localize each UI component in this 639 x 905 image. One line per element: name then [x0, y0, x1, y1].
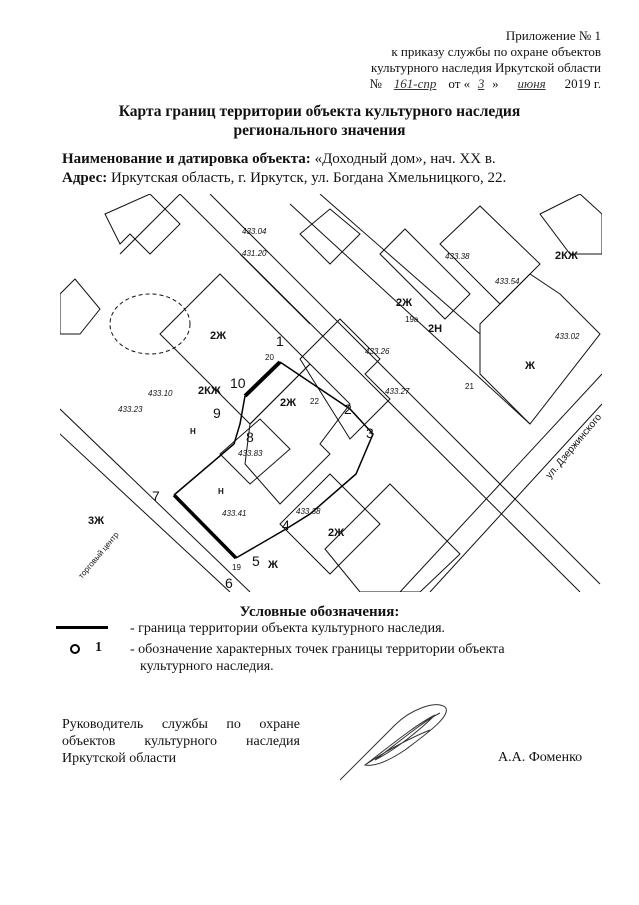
title-line2: регионального значения [233, 122, 406, 139]
object-name-value: «Доходный дом», нач. XX в. [314, 151, 496, 167]
signatory-line3: Иркутской области [62, 751, 177, 766]
label-house19a: 19а [405, 315, 419, 324]
elev-5: 433.38 [296, 507, 321, 516]
point-label-10: 10 [230, 375, 246, 391]
elev-8: 433.38 [445, 252, 470, 261]
legend-boundary-text: - граница территории объекта культурного… [130, 621, 446, 636]
legend-points-text: - обозначение характерных точек границы … [130, 641, 505, 675]
elev-4: 433.41 [222, 509, 246, 518]
order-year: 2019 г. [564, 76, 601, 91]
appendix-order-line: № 161-спр от « 3 » июня 2019 г. [369, 76, 601, 92]
appendix-line3: культурного наследия Иркутской области [370, 60, 601, 75]
legend-point-circle-icon [70, 644, 80, 654]
boundary-points: 1 2 3 4 5 6 7 8 9 10 [152, 333, 374, 591]
label-b7: Ж [524, 360, 535, 372]
label-b8: 2КЖ [555, 250, 578, 262]
page-title: Карта границ территории объекта культурн… [0, 102, 639, 140]
appendix-header: Приложение № 1 к приказу службы по охран… [369, 28, 601, 92]
date-from: от « [448, 76, 471, 91]
date-mid: » [492, 76, 499, 91]
label-b2: 2КЖ [198, 385, 221, 397]
elev-9: 433.02 [555, 332, 580, 341]
point-label-2: 2 [344, 401, 352, 417]
elev-1: 433.10 [148, 389, 173, 398]
object-info: Наименование и датировка объекта: «Доход… [62, 150, 622, 188]
elev-3: 433.83 [238, 449, 263, 458]
object-name-label: Наименование и датировка объекта: [62, 151, 311, 167]
point-label-5: 5 [252, 553, 260, 569]
legend-points-line1: - обозначение характерных точек границы … [130, 642, 505, 657]
signatory-line1: Руководитель службы по охране [62, 717, 300, 732]
order-number: 161-спр [393, 76, 437, 91]
order-day: 3 [477, 76, 485, 91]
label-b11: 2Н [428, 323, 442, 335]
label-b12: Ж [267, 559, 278, 571]
point-label-8: 8 [246, 429, 254, 445]
label-house20: 20 [265, 353, 274, 362]
point-label-9: 9 [213, 405, 221, 421]
legend-points-line2: культурного наследия. [140, 659, 274, 674]
handwritten-signature [339, 704, 447, 781]
number-prefix: № [369, 76, 382, 91]
order-month: июня [517, 76, 546, 91]
point-label-1: 1 [276, 333, 284, 349]
appendix-line2: к приказу службы по охране объектов [391, 44, 601, 59]
label-house21: 21 [465, 382, 474, 391]
address-value: Иркутская область, г. Иркутск, ул. Богда… [111, 170, 507, 186]
label-house19: 19 [232, 563, 241, 572]
object-name: Наименование и датировка объекта: «Доход… [62, 150, 622, 169]
elev-6: 433.27 [385, 387, 410, 396]
elev-7: 433.54 [495, 277, 520, 286]
point-label-6: 6 [225, 575, 233, 591]
elev-10: 433.04 [242, 227, 267, 236]
label-b10: 3Ж [88, 515, 104, 527]
address-label: Адрес: [62, 170, 108, 186]
point-label-4: 4 [282, 517, 290, 533]
label-b1: 2Ж [210, 330, 226, 342]
title-line1: Карта границ территории объекта культурн… [118, 103, 521, 120]
signatory-line2: объектов культурного наследия [62, 734, 300, 749]
elev-2: 433.23 [118, 405, 143, 414]
appendix-line1: Приложение № 1 [505, 28, 601, 43]
legend-point-number: 1 [95, 640, 102, 655]
label-b5: 2Ж [328, 527, 344, 539]
object-address: Адрес: Иркутская область, г. Иркутск, ул… [62, 169, 622, 188]
point-label-7: 7 [152, 488, 160, 504]
point-label-3: 3 [366, 425, 374, 441]
label-house22: 22 [310, 397, 319, 406]
elev-12: 433.26 [365, 347, 390, 356]
label-b6: 2Ж [396, 297, 412, 309]
signatory-name: А.А. Фоменко [498, 750, 583, 765]
legend-boundary-line-icon [56, 626, 108, 629]
label-mall: торговый центр [77, 530, 121, 581]
map-linework [60, 194, 602, 592]
heritage-boundary [172, 360, 374, 560]
elev-11: 431.20 [242, 249, 267, 258]
map-labels: 2Ж 2КЖ 2Ж Н 2Ж 2Ж Ж 2КЖ Н 3Ж 2Н Ж [88, 250, 578, 571]
signatory-title: Руководитель службы по охране объектов к… [62, 716, 300, 767]
legend-title: Условные обозначения: [239, 604, 400, 620]
boundary-map: 1 2 3 4 5 6 7 8 9 10 2Ж 2КЖ 2Ж Н 2Ж 2Ж Ж… [60, 194, 602, 592]
label-b3: 2Ж [280, 397, 296, 409]
label-street: ул. Дзержинского [544, 412, 602, 481]
label-b9: Н [190, 427, 196, 436]
label-b4: Н [218, 487, 224, 496]
